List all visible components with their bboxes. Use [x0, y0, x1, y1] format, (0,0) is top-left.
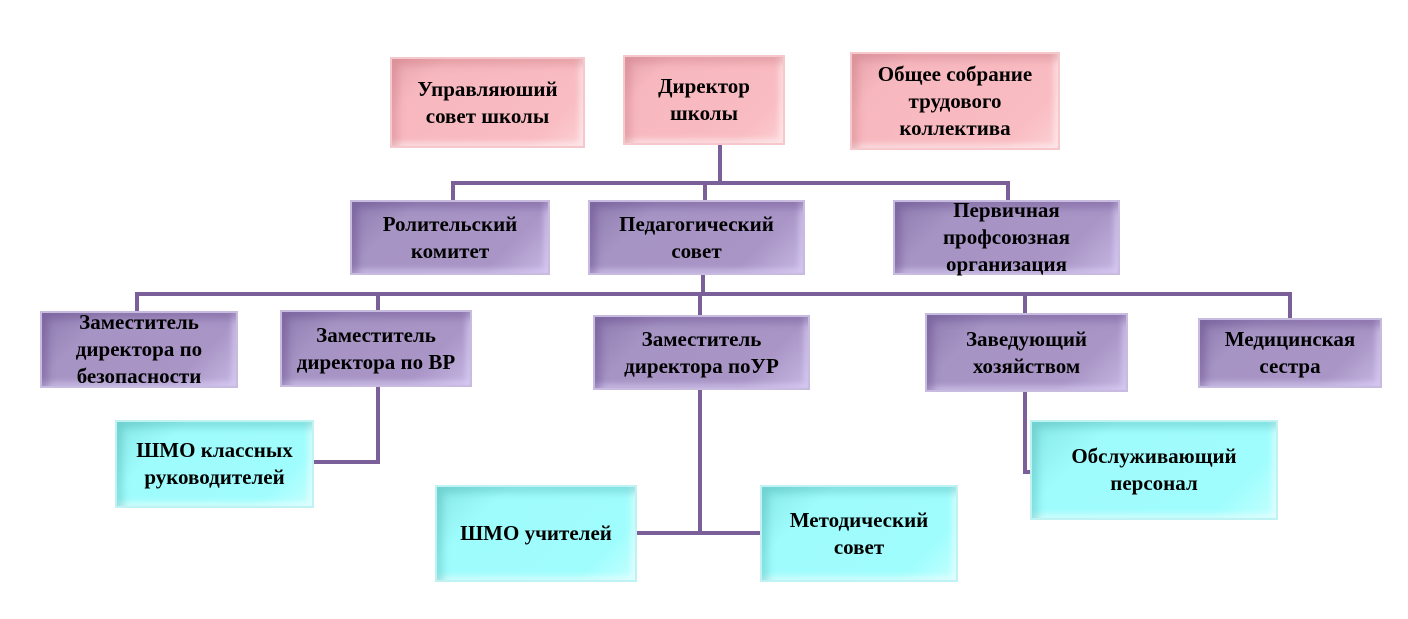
node-label: Обслуживающий персонал [1071, 444, 1237, 495]
node-parent-committee: Ролительский комитет [350, 200, 550, 275]
node-label: Директор школы [658, 74, 750, 125]
node-household-head: Заведующий хозяйством [925, 313, 1128, 392]
node-label: Заведующий хозяйством [965, 326, 1088, 378]
node-shmo-teachers: ШМО учителей [435, 485, 637, 582]
line-level3-bus [135, 292, 1292, 318]
node-nurse: Медицинская сестра [1198, 318, 1382, 388]
node-label: ШМО учителей [460, 521, 612, 545]
node-shmo-class-teachers: ШМО классных руководителей [115, 420, 314, 508]
node-trade-union: Первичная профсоюзная организация [893, 198, 1120, 276]
line-household-to-service [1023, 392, 1030, 474]
node-deputy-vr: Заместитель директора по ВР [280, 310, 472, 387]
node-methodical-council: Методический совет [760, 485, 958, 582]
node-label: Первичная профсоюзная организация [942, 198, 1071, 276]
node-label: Заместитель директора по ВР [296, 322, 456, 374]
node-deputy-security: Заместитель директора по безопасности [40, 310, 238, 388]
node-label: ШМО классных руководителей [136, 438, 293, 489]
node-deputy-ur: Заместитель директора поУР [593, 315, 810, 390]
node-label: Педагогический совет [619, 211, 774, 263]
node-label: Заместитель директора поУР [624, 326, 779, 378]
node-label: Медицинская сестра [1224, 327, 1356, 378]
node-governing-council: Управляюший совет школы [390, 57, 585, 148]
node-service-staff: Обслуживающий персонал [1030, 420, 1278, 520]
node-pedagogical-council: Педагогический совет [588, 200, 805, 275]
node-label: Ролительский комитет [382, 211, 518, 263]
node-label: Общее собрание трудового коллектива [877, 61, 1033, 140]
line-level2-bus [451, 181, 1010, 200]
node-director: Директор школы [623, 55, 785, 145]
node-general-assembly: Общее собрание трудового коллектива [850, 52, 1060, 150]
line-vr-to-shmo [314, 387, 380, 464]
node-label: Заместитель директора по безопасности [75, 310, 203, 388]
node-label: Управляюший совет школы [417, 76, 558, 128]
node-label: Методический совет [789, 507, 929, 559]
